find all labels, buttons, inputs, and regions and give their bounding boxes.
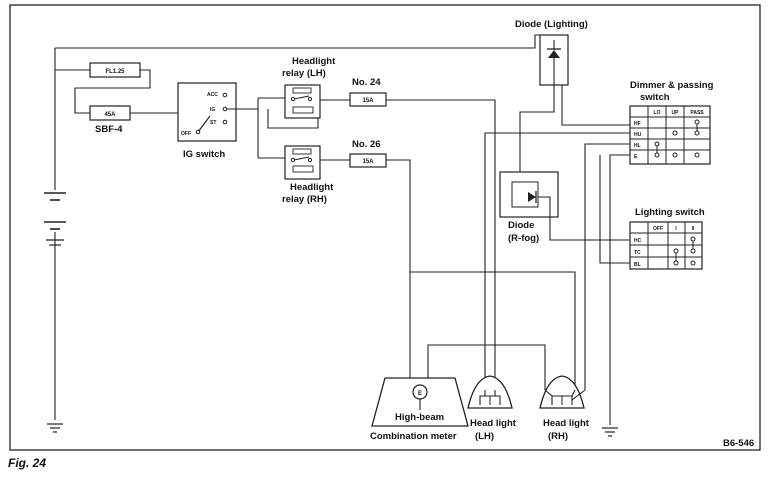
sbf-label: SBF-4 bbox=[95, 124, 123, 135]
head-light-rh bbox=[539, 375, 586, 409]
ground-symbol-right bbox=[602, 427, 618, 437]
dimmer-row-hu: HU bbox=[634, 132, 642, 138]
lighting-header-off: OFF bbox=[653, 226, 663, 232]
lighting-row-tc: TC bbox=[634, 250, 641, 256]
ig-switch-label: IG switch bbox=[183, 149, 225, 160]
ig-switch bbox=[177, 82, 237, 142]
ig-off-label: OFF bbox=[181, 131, 191, 137]
lighting-switch-table: OFF I II HC TC BL bbox=[629, 221, 703, 270]
ig-ig-label: IG bbox=[210, 107, 215, 113]
diagram-frame bbox=[9, 4, 761, 451]
dimmer-label-1: Dimmer & passing bbox=[630, 80, 714, 91]
fusible-link-label: FL1.25 bbox=[105, 69, 125, 75]
high-beam-indicator-symbol: E bbox=[418, 391, 422, 397]
dimmer-header-up: UP bbox=[672, 110, 680, 116]
fuse-no24-rating: 15A bbox=[362, 98, 374, 104]
head-light-rh-label-1: Head light bbox=[543, 418, 590, 429]
fuse-45a-label: 45A bbox=[104, 112, 116, 118]
fuse-no24-label: No. 24 bbox=[352, 77, 381, 88]
ig-acc-label: ACC bbox=[207, 92, 218, 98]
diode-rfog-label-2: (R-fog) bbox=[508, 233, 539, 244]
fuse-no26-label: No. 26 bbox=[352, 139, 381, 150]
relay-rh-label-2: relay (RH) bbox=[282, 194, 327, 205]
high-beam-label: High-beam bbox=[395, 412, 444, 423]
diode-rfog-label-1: Diode bbox=[508, 220, 534, 231]
dimmer-label-2: switch bbox=[640, 92, 670, 103]
head-light-lh bbox=[467, 375, 513, 409]
diode-lighting-label: Diode (Lighting) bbox=[515, 19, 588, 30]
relay-lh-label-2: relay (LH) bbox=[282, 68, 326, 79]
head-light-lh-label-2: (LH) bbox=[475, 431, 494, 442]
dimmer-row-hl: HL bbox=[634, 143, 641, 149]
dimmer-header-lo: LO bbox=[654, 110, 661, 116]
head-light-lh-label-1: Head light bbox=[470, 418, 517, 429]
lighting-row-bl: BL bbox=[634, 262, 641, 268]
battery-rail bbox=[44, 48, 66, 420]
headlight-relay-rh bbox=[284, 145, 321, 180]
combination-meter-label: Combination meter bbox=[370, 431, 457, 442]
ground-symbol bbox=[47, 423, 63, 433]
dimmer-row-e: E bbox=[634, 154, 638, 160]
diagram-code: B6-546 bbox=[723, 438, 754, 449]
dimmer-switch-table: LO UP PASS HF HU HL E bbox=[629, 105, 711, 165]
lighting-header-ii: II bbox=[692, 226, 695, 232]
fuse-no26-rating: 15A bbox=[362, 159, 374, 165]
dimmer-row-hf: HF bbox=[634, 121, 641, 127]
dimmer-header-pass: PASS bbox=[690, 110, 704, 116]
lighting-switch-label: Lighting switch bbox=[635, 207, 705, 218]
relay-rh-label-1: Headlight bbox=[290, 182, 334, 193]
head-light-rh-label-2: (RH) bbox=[548, 431, 568, 442]
figure-caption: Fig. 24 bbox=[8, 456, 47, 470]
ig-st-label: ST bbox=[210, 120, 216, 126]
relay-lh-label-1: Headlight bbox=[292, 56, 336, 67]
lighting-header-i: I bbox=[675, 226, 677, 232]
combination-meter: E bbox=[371, 344, 546, 427]
lighting-row-hc: HC bbox=[634, 238, 642, 244]
